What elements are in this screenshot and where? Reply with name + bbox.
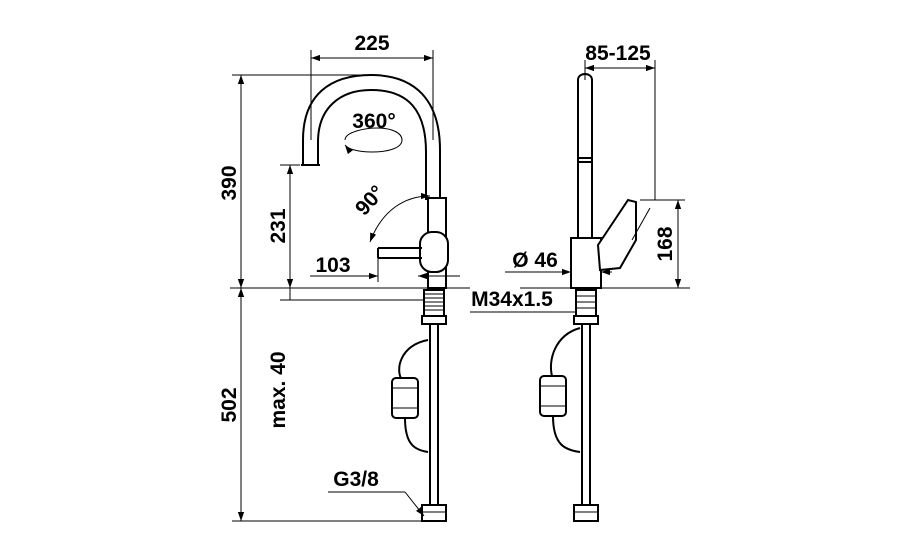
rotation-arrow: [344, 127, 403, 155]
height-168-label: 168: [654, 226, 677, 261]
range-85-125-label: 85-125: [585, 42, 651, 65]
dim-502-label: 502: [218, 387, 241, 422]
diameter-46-label: Ø 46: [512, 249, 558, 272]
side-hose-connector: [573, 504, 599, 522]
side-thread: [575, 289, 597, 317]
side-hose-weight: [539, 375, 567, 417]
hose-connector: [421, 504, 447, 522]
dim-225-label: 225: [354, 32, 389, 55]
handle-pivot: [419, 231, 449, 273]
thread-g38-label: G3/8: [333, 468, 379, 491]
pullout-hose-lower: [404, 417, 429, 453]
side-view: 85-125 168 Ø 46 M34x1.5: [470, 42, 690, 522]
side-handle: [596, 198, 637, 272]
angle-arc: [369, 192, 431, 243]
side-body: [570, 237, 602, 289]
side-pullout-hose: [550, 327, 581, 377]
front-view: 225 390 231 360° 90° 103 502 max. 40 G3/: [218, 32, 470, 522]
pullout-hose-upper: [398, 339, 429, 381]
rotation-360-label: 360°: [352, 110, 395, 133]
angle-90-label: 90°: [351, 181, 389, 220]
dim-231-label: 231: [267, 208, 290, 243]
max-40-label: max. 40: [267, 351, 290, 428]
thread-m34-label: M34x1.5: [471, 288, 553, 311]
side-supply-hose: [581, 324, 591, 505]
reach-103-label: 103: [315, 254, 350, 277]
shank-thread: [421, 289, 447, 325]
hose-weight: [391, 377, 419, 419]
supply-hose: [429, 324, 439, 505]
dim-390-label: 390: [218, 165, 241, 200]
